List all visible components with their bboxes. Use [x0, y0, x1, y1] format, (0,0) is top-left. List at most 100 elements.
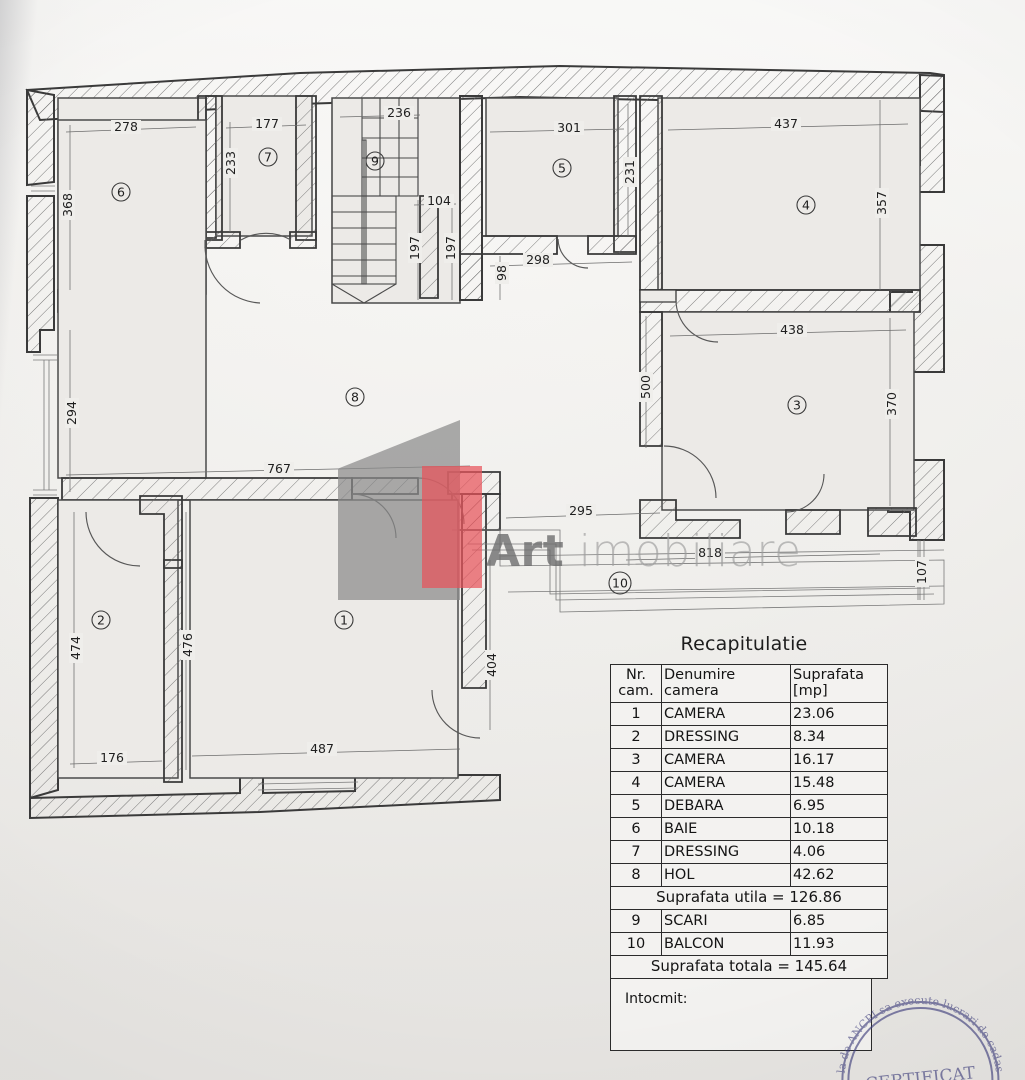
dimension-label-halo	[264, 462, 294, 476]
cell-name: BALCON	[661, 932, 791, 957]
wall-room3-bottom-right	[867, 507, 917, 537]
recapitulation-block: Recapitulatie Nr. cam. Denumire camera S…	[610, 633, 888, 1052]
dimension-label: 487	[310, 741, 334, 756]
room-number-circle	[334, 610, 354, 630]
recap-table: Nr. cam. Denumire camera Suprafata [mp] …	[610, 663, 888, 980]
wall-hall-right-spine	[461, 493, 487, 689]
dimension-label: 107	[914, 560, 929, 584]
room-number-text: 3	[793, 398, 801, 413]
room-number-3: 3	[787, 395, 807, 415]
dimension-label: 370	[884, 392, 899, 416]
wall-hall-bottom-2	[351, 477, 419, 495]
suprafata-totala-row-cell: Suprafata totala = 145.64	[610, 955, 888, 980]
dimension-label-halo	[771, 117, 801, 131]
header-nr-line1: Nr.	[625, 667, 647, 683]
dimension-label: 368	[60, 193, 75, 217]
room-number-text: 6	[117, 185, 125, 200]
header-sup-line1: Suprafata	[793, 667, 865, 683]
room-number-text: 8	[351, 390, 359, 405]
dimension-label-halo	[639, 372, 653, 402]
cell-nr: 9	[610, 909, 662, 934]
suprafata-utila-row-cell: Suprafata utila = 126.86	[610, 886, 888, 911]
room-number-circle	[796, 195, 816, 215]
room-number-9: 9	[365, 151, 385, 171]
wall-hall-bottom	[61, 477, 353, 501]
dimension-label-halo	[65, 398, 79, 428]
wall-room7-bottom-left	[205, 231, 241, 249]
cell-name: BAIE	[661, 817, 791, 842]
room-3-floor	[661, 311, 915, 511]
cell-nr: 8	[610, 863, 662, 888]
dimension-label: 98	[494, 265, 509, 281]
dimension-label: 104	[427, 193, 451, 208]
table-header-row: Nr. cam. Denumire camera Suprafata [mp]	[610, 663, 888, 704]
wall-room5-stub	[459, 253, 483, 301]
dimension-label-halo	[566, 504, 596, 518]
suprafata-totala-row: Suprafata totala = 145.64	[610, 955, 888, 980]
dimension-label: 294	[64, 401, 79, 425]
dimension-label: 437	[774, 116, 798, 131]
room-number-text: 9	[371, 154, 379, 169]
dimension-label-halo	[181, 630, 195, 660]
room-number-7: 7	[258, 147, 278, 167]
dimension-label-halo	[307, 742, 337, 756]
dimension-label-halo	[384, 106, 414, 120]
room-number-text: 5	[558, 161, 566, 176]
dimension-label: 500	[638, 375, 653, 399]
header-suprafata: Suprafata [mp]	[790, 663, 888, 704]
dimension-label: 295	[569, 503, 593, 518]
header-sup-line2: [mp]	[793, 683, 828, 700]
door-room3-left	[663, 445, 717, 499]
dimension-label: 438	[780, 322, 804, 337]
cell-area: 4.06	[790, 840, 888, 865]
cell-nr: 6	[610, 817, 662, 842]
header-den-line1: Denumire	[664, 667, 736, 683]
cell-name: CAMERA	[661, 771, 791, 796]
recap-title: Recapitulatie	[680, 633, 808, 655]
stair-steps	[331, 97, 419, 304]
room-number-circle	[345, 387, 365, 407]
room-5-floor	[485, 97, 619, 237]
cell-nr: 1	[610, 702, 662, 727]
dimension-label: 474	[68, 636, 83, 660]
door-room3-right	[785, 473, 825, 513]
window-left-upper	[31, 185, 55, 192]
room-number-10: 10	[608, 571, 632, 595]
dimension-label-halo	[915, 557, 929, 587]
dimension-label-halo	[424, 194, 454, 208]
dimension-label: 233	[223, 151, 238, 175]
cell-name: DRESSING	[661, 840, 791, 865]
dimension-label: 176	[100, 750, 124, 765]
cell-nr: 5	[610, 794, 662, 819]
exterior-wall-left-lower	[29, 497, 59, 800]
room-number-text: 4	[802, 198, 810, 213]
header-den-line2: camera	[664, 683, 719, 700]
room-number-1: 1	[334, 610, 354, 630]
window-bottom	[257, 781, 359, 791]
room-8-floor	[57, 119, 207, 479]
dimension-label-halo	[885, 389, 899, 419]
cell-nr: 4	[610, 771, 662, 796]
dimension-label: 197	[443, 236, 458, 260]
dimension-label: 404	[484, 653, 499, 677]
dimension-label-halo	[485, 650, 499, 680]
dimension-label-halo	[777, 323, 807, 337]
room-number-circle	[91, 610, 111, 630]
wall-room4-left	[639, 95, 663, 291]
wall-room5-bottom-right	[587, 235, 637, 255]
dimension-label: 357	[874, 191, 889, 215]
wall-stairs-right	[419, 195, 439, 299]
dimension-label-halo	[61, 190, 75, 220]
dimension-label-halo	[69, 633, 83, 663]
cell-name: CAMERA	[661, 748, 791, 773]
cell-area: 6.95	[790, 794, 888, 819]
dimension-label-halo	[623, 157, 637, 187]
cell-area: 10.18	[790, 817, 888, 842]
dimension-label-halo	[554, 121, 584, 135]
